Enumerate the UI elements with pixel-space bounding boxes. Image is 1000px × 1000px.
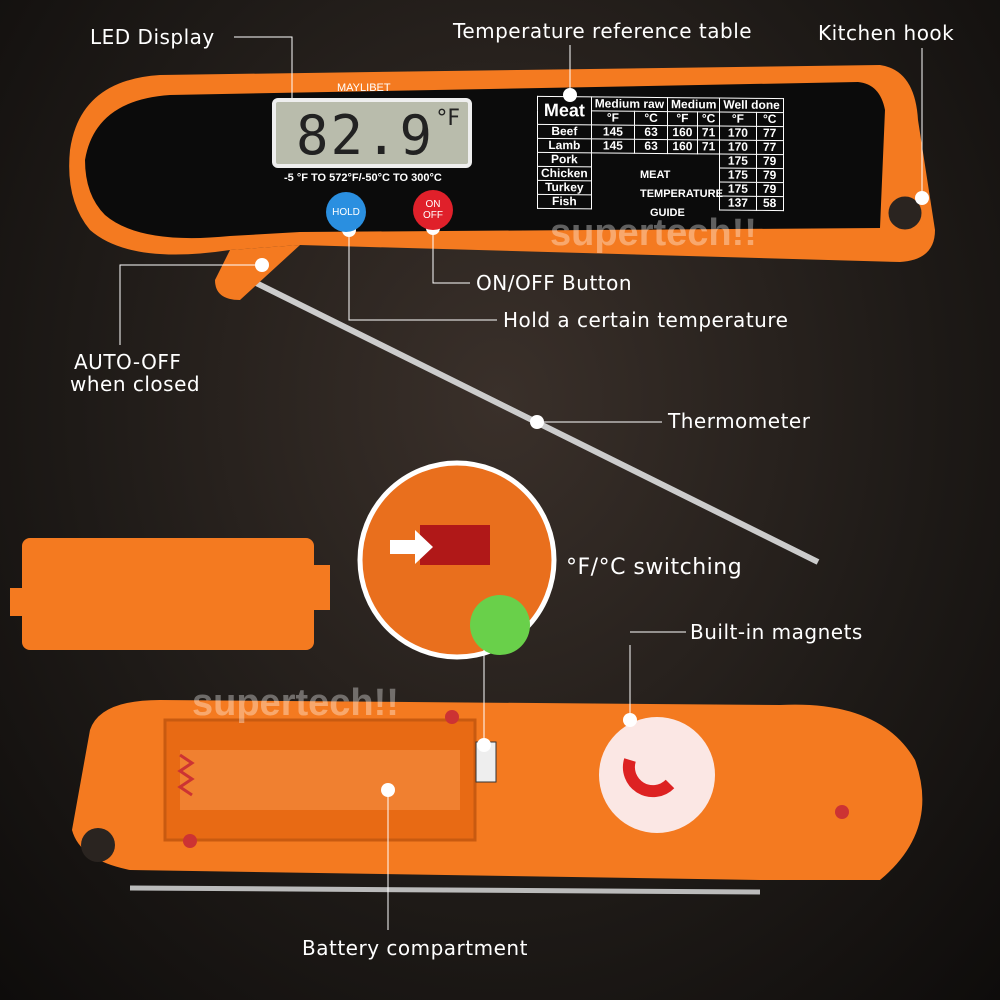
cell: 79 (756, 182, 784, 197)
unit-header: °C (756, 112, 784, 127)
cell: 71 (697, 125, 720, 141)
probe (228, 267, 820, 565)
arrow-icon (390, 530, 433, 564)
group-header: Well done (719, 98, 784, 113)
cell: 71 (697, 139, 720, 155)
label-temperature-table: Temperature reference table (453, 19, 753, 43)
battery-spring (177, 753, 195, 797)
cell: 77 (756, 140, 784, 155)
guide-line: TEMPERATURE (640, 188, 723, 200)
meat-name: Lamb (537, 138, 592, 153)
cell: 175 (719, 182, 756, 197)
meat-header: Meat (537, 96, 592, 125)
on-off-button[interactable]: ON OFF (413, 190, 453, 230)
cell: 63 (634, 125, 668, 140)
cell: 145 (591, 138, 635, 154)
on-label: ON (425, 199, 441, 210)
label-auto-off: AUTO-OFF (74, 350, 182, 374)
hold-button[interactable]: HOLD (326, 192, 366, 232)
meat-name: Fish (537, 194, 592, 209)
temperature-reading: 82.9 (295, 104, 434, 167)
guide-line: GUIDE (650, 207, 685, 219)
battery-cover (22, 538, 314, 650)
label-led-display: LED Display (90, 25, 215, 49)
label-when-closed: when closed (70, 372, 201, 396)
cell: 160 (667, 125, 698, 140)
brand-name: MAYLIBET (337, 82, 391, 94)
cell: 137 (719, 196, 756, 211)
meat-name: Pork (537, 152, 592, 167)
label-battery: Battery compartment (302, 936, 528, 960)
label-on-off: ON/OFF Button (476, 271, 633, 295)
meat-name: Chicken (537, 166, 592, 181)
cell: 170 (719, 140, 756, 155)
cell: 175 (719, 168, 756, 183)
label-thermometer: Thermometer (668, 409, 811, 433)
magnet-icon (622, 758, 675, 798)
unit-header: °C (697, 111, 720, 127)
meat-name: Turkey (537, 180, 592, 195)
cell: 160 (667, 139, 698, 154)
group-header: Medium (667, 97, 720, 113)
temperature-range: -5 °F TO 572°F/-50°C TO 300°C (284, 172, 442, 184)
meat-temperature-guide: MEAT TEMPERATURE GUIDE (640, 166, 723, 223)
watermark: supertech!! (192, 682, 399, 724)
group-header: Medium raw (591, 96, 668, 112)
leader-lines (119, 36, 923, 930)
label-unit-switching: °F/°C switching (566, 555, 743, 580)
meat-name: Beef (537, 124, 592, 139)
cell: 79 (756, 154, 784, 169)
cell: 175 (719, 154, 756, 169)
cell: 170 (719, 126, 756, 141)
cell: 58 (756, 196, 784, 211)
probe-hinge (215, 245, 300, 300)
label-kitchen-hook: Kitchen hook (818, 21, 955, 45)
unit-header: °C (634, 111, 668, 126)
cell: 63 (634, 139, 668, 154)
label-magnets: Built-in magnets (690, 620, 863, 644)
temperature-unit: °F (436, 106, 460, 131)
kitchen-hook-hole (885, 193, 925, 233)
unit-header: °F (667, 111, 698, 126)
cell: 145 (591, 124, 635, 140)
unit-header: °F (719, 112, 756, 127)
unit-header: °F (591, 111, 635, 126)
magnet-sticker (599, 717, 715, 833)
off-label: OFF (423, 210, 443, 221)
cell: 77 (756, 126, 784, 141)
guide-line: MEAT (640, 169, 671, 181)
led-display: 82.9 °F (272, 98, 472, 168)
label-hold: Hold a certain temperature (503, 308, 789, 332)
watermark: supertech!! (550, 212, 757, 254)
cell: 79 (756, 168, 784, 183)
